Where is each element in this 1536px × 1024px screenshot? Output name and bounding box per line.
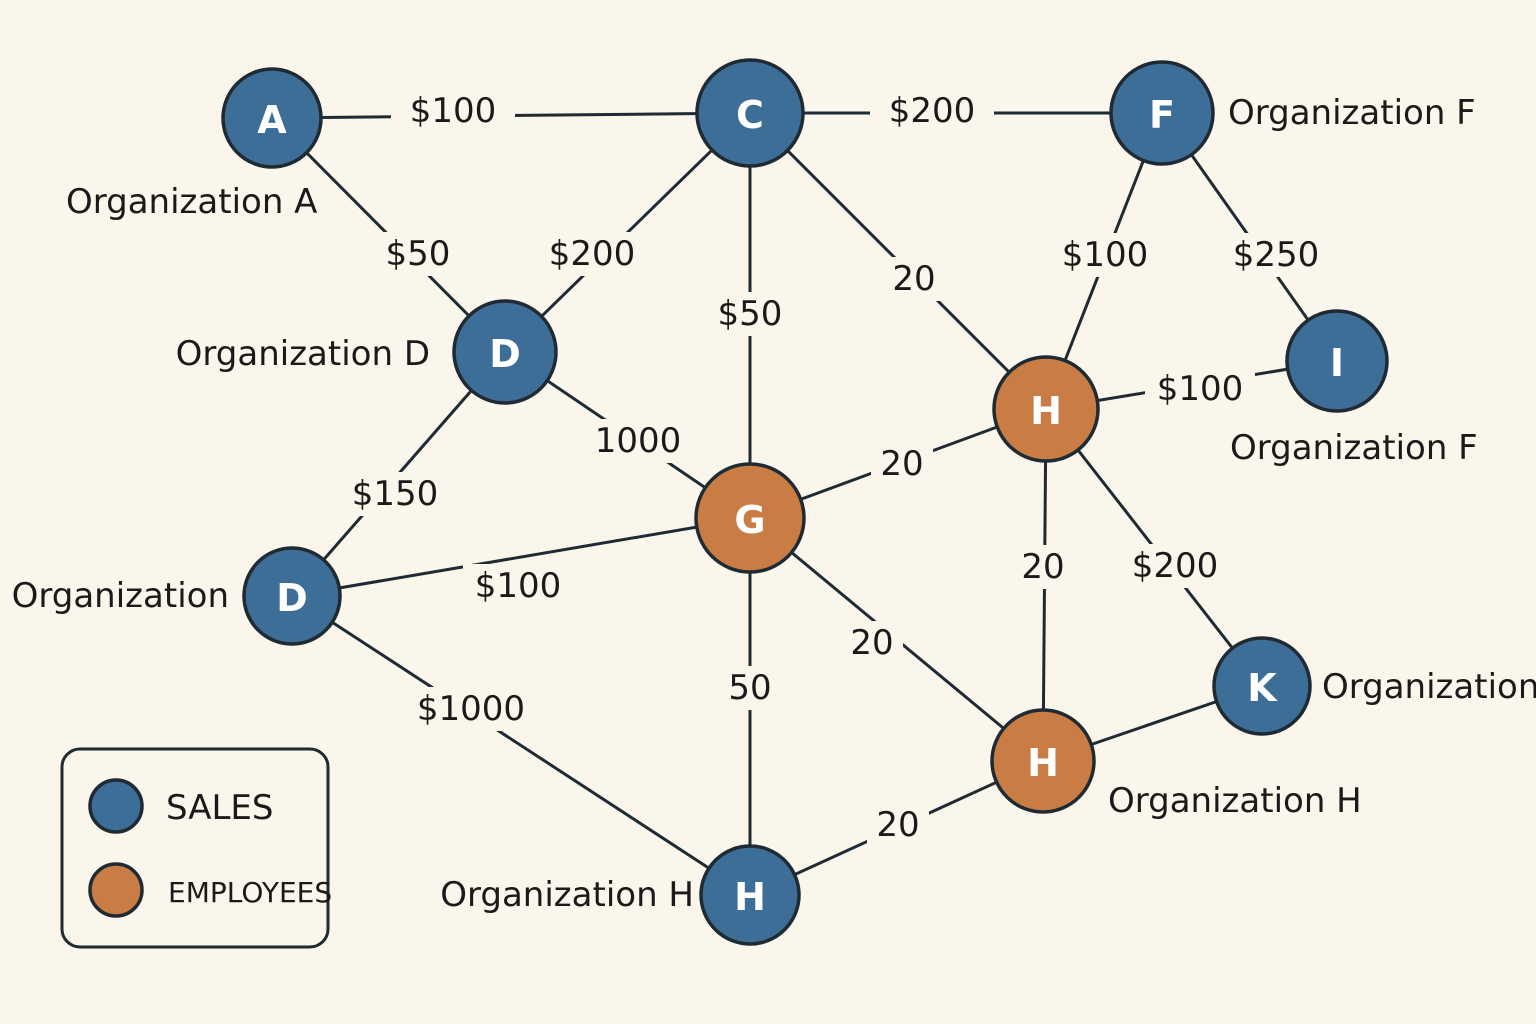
- legend-box: [60, 747, 330, 949]
- edge-label: $100: [1157, 369, 1244, 409]
- edge-label-background: [1050, 233, 1160, 277]
- node-caption: Organization: [12, 576, 229, 616]
- edge-label: $100: [475, 566, 562, 606]
- node-letter: G: [734, 498, 765, 542]
- edge-d2-g: [291, 516, 751, 598]
- edge-d2-h3: [291, 594, 751, 897]
- node-c: [695, 58, 805, 168]
- edge-label: $200: [889, 91, 976, 131]
- edge-label-background: [1145, 367, 1255, 411]
- edge-label-background: [1120, 544, 1230, 588]
- edge-label: $1000: [417, 689, 525, 729]
- node-letter: H: [1030, 389, 1062, 433]
- edge-label-background: [374, 232, 462, 276]
- node-letter: H: [734, 875, 766, 919]
- edge-label-background: [706, 292, 794, 336]
- node-letter: H: [1027, 741, 1059, 785]
- edge-label: 20: [850, 623, 893, 663]
- legend-sales-swatch: [88, 778, 144, 834]
- node-h1: [992, 355, 1100, 463]
- node-letter: C: [736, 93, 764, 137]
- edge-label-background: [719, 666, 781, 710]
- node-caption: Organization F: [1228, 93, 1476, 133]
- edge-labels-layer: $100 $200 $50 $200 $50 20 $100 $250 $100 1000 $150…: [344, 89, 1331, 847]
- edge-label-background: [867, 803, 929, 847]
- node-letter: D: [276, 576, 308, 620]
- edge-label: 20: [880, 444, 923, 484]
- edge-label-background: [344, 472, 446, 516]
- node-d2: [242, 546, 342, 646]
- edge-label-background: [883, 257, 945, 301]
- edge-label-background: [587, 419, 689, 463]
- edge-label: 20: [892, 259, 935, 299]
- node-h2: [990, 708, 1096, 814]
- edge-label-background: [463, 564, 573, 608]
- edge-label: $200: [1132, 546, 1219, 586]
- node-a: [221, 67, 323, 169]
- node-letter: F: [1149, 93, 1175, 137]
- node-caption: Organization D: [176, 334, 430, 374]
- edge-label-background: [841, 621, 903, 665]
- edge-label-background: [409, 687, 533, 731]
- legend: SALES EMPLOYEES: [60, 747, 332, 949]
- node-h3: [699, 844, 801, 946]
- edge-label-background: [534, 232, 650, 276]
- edge-label: $100: [410, 91, 497, 131]
- edge-label: $200: [549, 234, 636, 274]
- node-letter: D: [489, 332, 521, 376]
- edge-label-background: [1012, 545, 1074, 589]
- nodes-layer: A C F D I H G D K H H: [221, 58, 1389, 946]
- edge-label: 20: [876, 805, 919, 845]
- legend-employees-swatch: [88, 862, 144, 918]
- edge-label: 1000: [595, 421, 682, 461]
- edge-label: $50: [718, 294, 783, 334]
- node-k: [1212, 636, 1312, 736]
- node-caption: Organization A: [66, 182, 317, 222]
- edge-label-background: [871, 442, 933, 486]
- node-f1: [1109, 60, 1215, 166]
- edge-label-background: [870, 89, 994, 133]
- edge-label: 50: [728, 668, 771, 708]
- edge-label: 20: [1021, 547, 1064, 587]
- node-captions-layer: Organization A Organization F Organization…: [12, 93, 1536, 915]
- legend-sales-label: SALES: [166, 788, 273, 828]
- node-d1: [452, 299, 558, 405]
- edge-label-background: [1221, 233, 1331, 277]
- node-caption: Organization: [1322, 667, 1536, 707]
- legend-employees-label: EMPLOYEES: [168, 876, 332, 909]
- edge-label: $150: [352, 474, 439, 514]
- edge-label: $100: [1062, 235, 1149, 275]
- node-caption: Organization H: [1108, 781, 1362, 821]
- node-g: [694, 462, 806, 574]
- edge-label-background: [391, 89, 515, 133]
- node-letter: A: [257, 98, 287, 142]
- node-letter: K: [1247, 666, 1278, 710]
- node-letter: I: [1330, 341, 1344, 385]
- edge-label: $50: [386, 234, 451, 274]
- node-caption: Organization H: [440, 875, 694, 915]
- edge-label: $250: [1233, 235, 1320, 275]
- node-i: [1285, 309, 1389, 413]
- node-caption: Organization F: [1230, 428, 1478, 468]
